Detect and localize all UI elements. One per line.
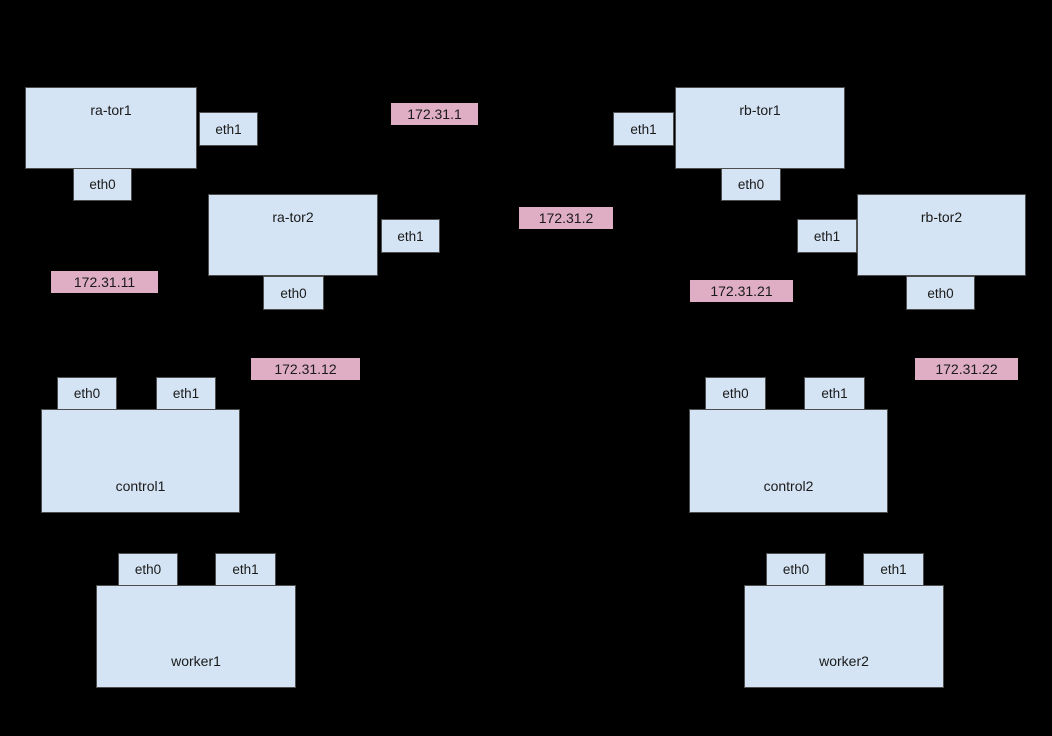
port-rb-tor1-eth0[interactable]: eth0 xyxy=(721,168,781,201)
network-label-net-172-31-1[interactable]: 172.31.1 xyxy=(391,103,478,125)
port-rb-tor1-eth1[interactable]: eth1 xyxy=(613,112,674,146)
port-worker1-eth1[interactable]: eth1 xyxy=(215,553,276,586)
port-rb-tor2-eth1[interactable]: eth1 xyxy=(797,219,857,253)
node-label-rb-tor2: rb-tor2 xyxy=(920,209,963,225)
port-control2-eth1[interactable]: eth1 xyxy=(804,377,865,410)
port-ra-tor2-eth0[interactable]: eth0 xyxy=(263,276,324,310)
node-label-ra-tor1: ra-tor1 xyxy=(90,102,132,118)
node-rb-tor2[interactable]: rb-tor2 xyxy=(857,194,1026,276)
network-label-net-172-31-21[interactable]: 172.31.21 xyxy=(690,280,793,302)
node-control1[interactable]: control1 xyxy=(41,409,240,513)
port-ra-tor1-eth1[interactable]: eth1 xyxy=(199,112,258,146)
node-worker2[interactable]: worker2 xyxy=(744,585,944,688)
node-label-rb-tor1: rb-tor1 xyxy=(739,102,781,118)
node-ra-tor2[interactable]: ra-tor2 xyxy=(208,194,378,276)
node-ra-tor1[interactable]: ra-tor1 xyxy=(25,87,197,169)
node-label-worker2: worker2 xyxy=(819,653,869,669)
network-label-net-172-31-11[interactable]: 172.31.11 xyxy=(51,271,158,293)
node-label-control1: control1 xyxy=(115,478,166,494)
port-control1-eth1[interactable]: eth1 xyxy=(156,377,216,410)
node-rb-tor1[interactable]: rb-tor1 xyxy=(675,87,845,169)
port-control2-eth0[interactable]: eth0 xyxy=(705,377,766,410)
node-control2[interactable]: control2 xyxy=(689,409,888,513)
network-label-net-172-31-22[interactable]: 172.31.22 xyxy=(915,358,1018,380)
network-label-net-172-31-2[interactable]: 172.31.2 xyxy=(519,207,613,229)
port-ra-tor2-eth1[interactable]: eth1 xyxy=(381,219,440,253)
port-rb-tor2-eth0[interactable]: eth0 xyxy=(906,276,975,310)
node-label-ra-tor2: ra-tor2 xyxy=(272,209,314,225)
network-label-net-172-31-12[interactable]: 172.31.12 xyxy=(251,358,360,380)
node-worker1[interactable]: worker1 xyxy=(96,585,296,688)
port-worker2-eth1[interactable]: eth1 xyxy=(863,553,924,586)
node-label-control2: control2 xyxy=(763,478,814,494)
port-worker2-eth0[interactable]: eth0 xyxy=(766,553,826,586)
port-ra-tor1-eth0[interactable]: eth0 xyxy=(73,168,132,201)
port-control1-eth0[interactable]: eth0 xyxy=(57,377,117,410)
node-label-worker1: worker1 xyxy=(171,653,221,669)
port-worker1-eth0[interactable]: eth0 xyxy=(118,553,178,586)
